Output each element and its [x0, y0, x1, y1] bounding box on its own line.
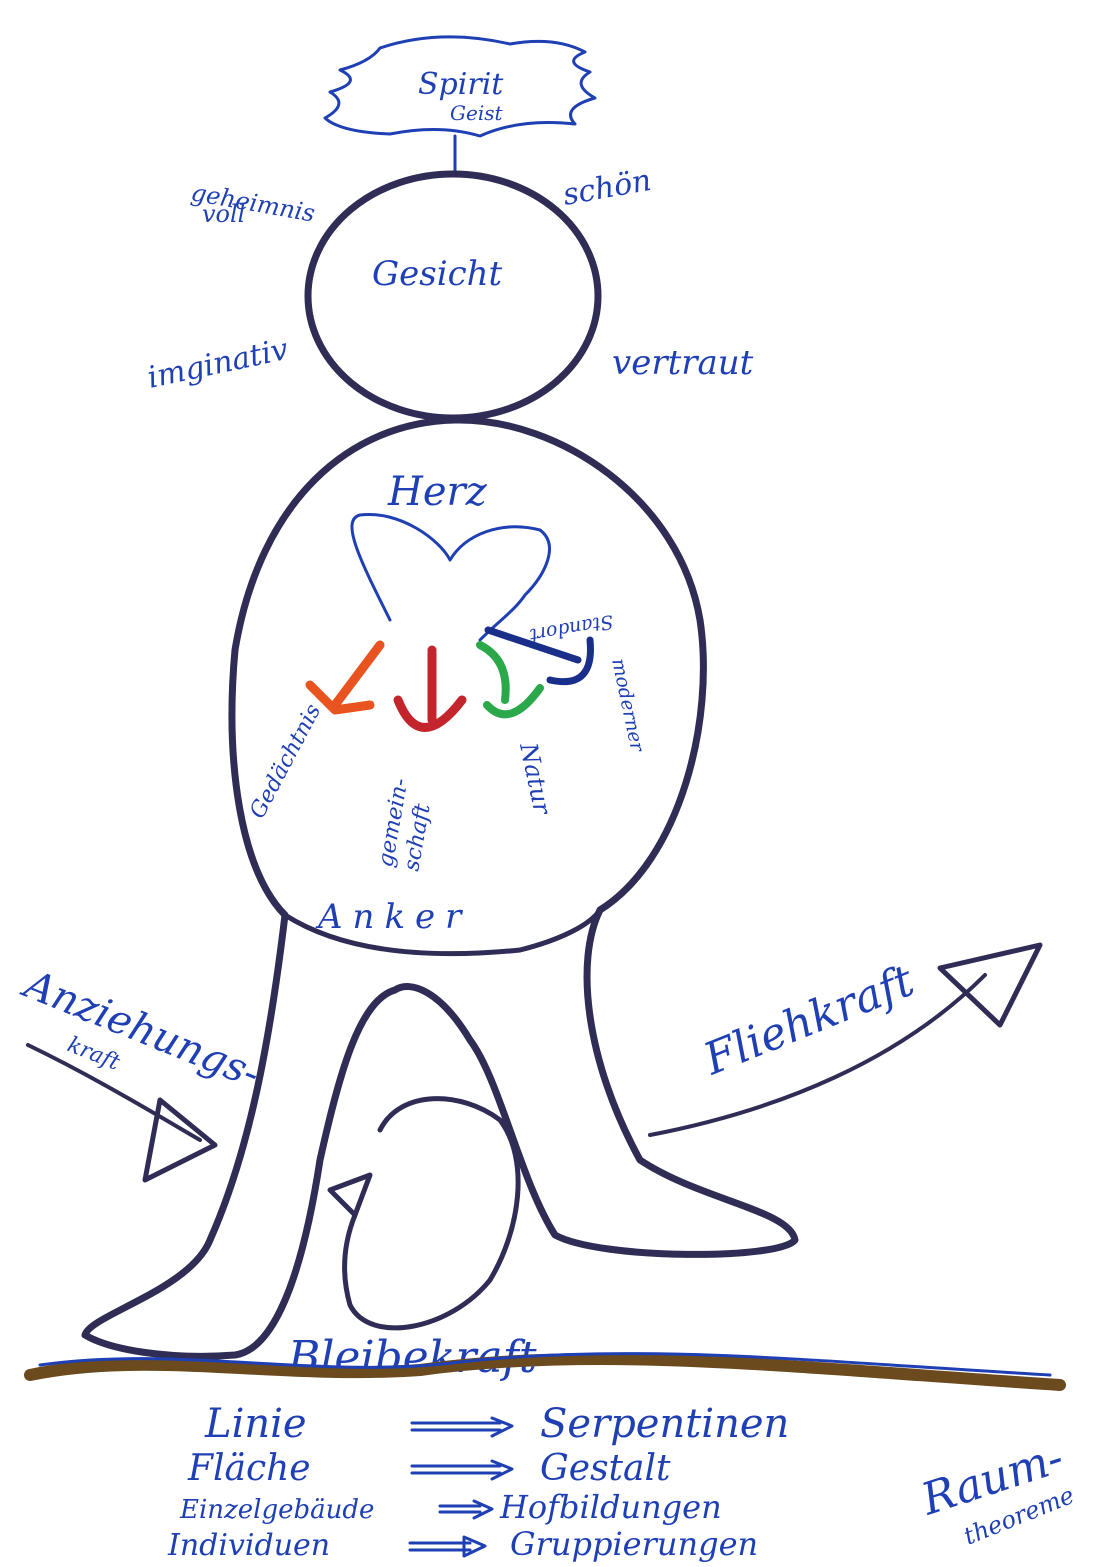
transformation-list: Linie Serpentinen Fläche Gestalt Einzelg…: [167, 1401, 1078, 1563]
list-to-2: Gestalt: [540, 1448, 671, 1489]
list-to-3: Hofbildungen: [499, 1488, 722, 1526]
geist-label: Geist: [450, 101, 503, 125]
flight-label: Fliehkraft: [696, 955, 921, 1086]
nature-arrow: [480, 645, 540, 714]
anchor-label: Anker: [315, 897, 471, 937]
list-from-1: Linie: [204, 1401, 307, 1447]
list-arrows: [410, 1418, 512, 1556]
location-label-2: Standort: [528, 610, 615, 646]
head-word-schoen: schön: [560, 163, 654, 213]
nature-label: Natur: [514, 739, 557, 818]
list-from-4: Individuen: [167, 1528, 330, 1563]
list-from-3: Einzelgebäude: [179, 1495, 374, 1525]
spirit-label: Spirit: [418, 67, 504, 102]
stay-arrow: [330, 1099, 518, 1328]
list-to-4: Gruppierungen: [510, 1525, 758, 1563]
memory-arrow: [310, 645, 380, 710]
memory-label: Gedächtnis: [245, 700, 326, 823]
location-label-1: moderner: [607, 656, 649, 755]
list-from-2: Fläche: [187, 1448, 311, 1489]
head-word-vertraut: vertraut: [612, 343, 754, 383]
head-word-imaginativ: imginativ: [144, 332, 291, 396]
head-outline: [308, 174, 598, 418]
list-to-1: Serpentinen: [540, 1401, 789, 1447]
ground-line: [30, 1359, 1060, 1385]
body-outline: [85, 420, 795, 1356]
heart-icon: [352, 514, 549, 640]
heart-title: Herz: [387, 469, 488, 515]
head-label: Gesicht: [372, 254, 503, 294]
community-arrow: [398, 650, 462, 728]
attraction-label: Anziehungs-: [15, 960, 267, 1097]
head-word-voll: voll: [202, 200, 245, 228]
